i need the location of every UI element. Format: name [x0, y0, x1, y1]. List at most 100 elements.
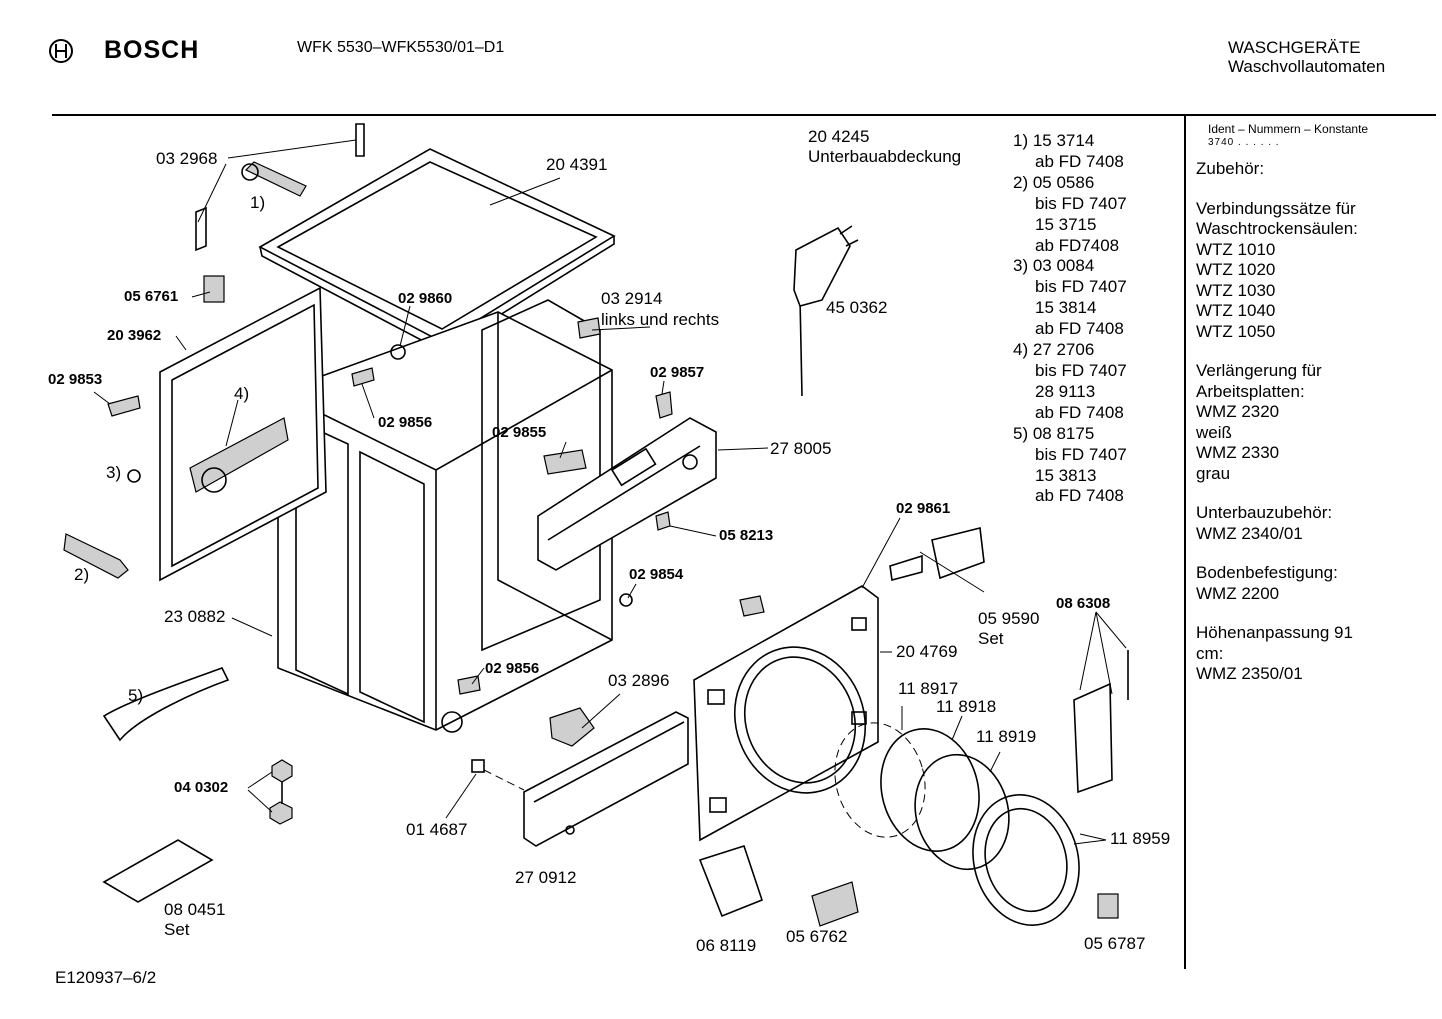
label-058213: 05 8213 — [719, 527, 774, 544]
version-note-line: ab FD 7408 — [1035, 402, 1124, 422]
footer-code: E120937–6/2 — [55, 968, 157, 987]
label-278005: 27 8005 — [770, 439, 832, 458]
accessories-sidebar: Ident – Nummern – Konstante 3740 . . . .… — [1196, 118, 1436, 685]
accessory-line: WMZ 2200 — [1196, 583, 1280, 603]
accessory-line: cm: — [1196, 643, 1224, 663]
accessory-line: WTZ 1040 — [1196, 301, 1276, 320]
label-204769: 20 4769 — [896, 642, 958, 661]
accessory-line: WTZ 1050 — [1196, 321, 1276, 341]
label-059590: 05 9590 — [978, 609, 1040, 628]
header-divider — [52, 114, 1436, 116]
accessory-section: Unterbauzubehör:WMZ 2340/01 — [1196, 503, 1436, 544]
version-note-line: bis FD 7407 — [1035, 444, 1127, 464]
accessory-line: WMZ 2330 — [1196, 443, 1280, 462]
category-title: WASCHGERÄTE — [1228, 38, 1361, 57]
label-029853: 02 9853 — [48, 371, 103, 388]
accessory-line: WTZ 1020 — [1196, 260, 1276, 279]
version-note-line: 15 3715 — [1035, 214, 1097, 234]
small-parts-drawing — [63, 123, 1129, 927]
accessory-line: grau — [1196, 463, 1231, 483]
ident-value: 3740 . . . . . . — [1208, 137, 1280, 148]
label-014687: 01 4687 — [406, 820, 468, 839]
label-ref-3: 3) — [106, 463, 122, 482]
label-204245: 20 4245 — [808, 127, 870, 146]
leader-lines — [93, 139, 1127, 845]
label-230882: 23 0882 — [164, 607, 226, 626]
label-056787: 05 6787 — [1084, 934, 1146, 953]
control-panel-drawing — [537, 417, 717, 571]
version-note-line: 1) 15 3714 — [1013, 131, 1095, 150]
version-note-line: 2) 05 0586 — [1013, 172, 1095, 192]
version-note-line: ab FD 7408 — [1035, 319, 1124, 339]
label-ref-5: 5) — [128, 686, 144, 705]
label-029855: 02 9855 — [492, 424, 547, 441]
label-059590-set: Set — [978, 629, 1004, 648]
accessory-line: Waschtrockensäulen: — [1196, 219, 1358, 238]
accessory-line: WTZ 1010 — [1196, 239, 1276, 259]
label-029860: 02 9860 — [398, 290, 453, 307]
label-203962: 20 3962 — [107, 327, 162, 344]
cabinet-body-drawing — [277, 299, 613, 733]
version-note-line: bis FD 7407 — [1035, 360, 1127, 380]
label-029856-top: 02 9856 — [378, 414, 433, 431]
sidebar-divider — [1184, 116, 1186, 969]
label-029856-bottom: 02 9856 — [485, 660, 540, 677]
toe-kick-panel-drawing — [483, 711, 689, 847]
accessory-line: WMZ 2320 — [1196, 402, 1280, 421]
label-ref-1: 1) — [250, 193, 266, 212]
door-rings-drawing — [834, 722, 1080, 926]
ident-heading: Ident – Nummern – Konstante — [1208, 122, 1369, 136]
version-note-line: ab FD 7408 — [1035, 486, 1124, 506]
accessory-section: Zubehör: — [1196, 159, 1436, 180]
accessory-line: Verbindungssätze für — [1196, 198, 1356, 218]
label-080451: 08 0451 — [164, 900, 226, 919]
label-056761: 05 6761 — [124, 288, 179, 305]
label-080451-set: Set — [164, 920, 190, 939]
label-ref-2: 2) — [74, 565, 90, 584]
version-note-line: ab FD 7408 — [1035, 151, 1124, 171]
version-note-line: 4) 27 2706 — [1013, 340, 1095, 360]
version-note-line: 15 3814 — [1035, 298, 1097, 318]
accessory-line: WMZ 2340/01 — [1196, 523, 1303, 543]
label-032914-desc: links und rechts — [601, 310, 720, 329]
label-204391: 20 4391 — [546, 155, 608, 174]
accessory-line: WMZ 2350/01 — [1196, 664, 1303, 683]
label-040302: 04 0302 — [174, 779, 229, 796]
accessory-section: Bodenbefestigung:WMZ 2200 — [1196, 563, 1436, 604]
rear-panel-drawing — [159, 286, 327, 582]
label-118959: 11 8959 — [1110, 829, 1171, 848]
label-270912: 27 0912 — [515, 868, 577, 887]
label-029861: 02 9861 — [896, 500, 951, 517]
bosch-logo-icon — [48, 38, 74, 64]
version-note-line: bis FD 7407 — [1035, 193, 1127, 213]
model-title: WFK 5530–WFK5530/01–D1 — [297, 39, 505, 56]
accessory-line: weiß — [1196, 422, 1232, 442]
accessory-line: Höhenanpassung 91 — [1196, 623, 1353, 642]
accessory-line: Unterbauzubehör: — [1196, 503, 1333, 522]
version-note-line: ab FD7408 — [1035, 235, 1120, 255]
accessory-line: Arbeitsplatten: — [1196, 381, 1305, 401]
accessory-line: Bodenbefestigung: — [1196, 563, 1338, 582]
label-ref-4: 4) — [234, 384, 250, 403]
power-cord-drawing — [793, 225, 859, 397]
version-note-line: 5) 08 8175 — [1013, 423, 1095, 443]
brand-name: BOSCH — [104, 36, 200, 64]
front-panel-drawing — [693, 585, 879, 842]
label-032896: 03 2896 — [608, 671, 670, 690]
label-086308: 08 6308 — [1056, 595, 1111, 612]
version-note-line: 3) 03 0084 — [1013, 256, 1095, 276]
version-note-line: 15 3813 — [1035, 465, 1097, 485]
category-subtitle: Waschvollautomaten — [1228, 57, 1386, 76]
label-032914: 03 2914 — [601, 289, 663, 308]
accessory-line: Zubehör: — [1196, 159, 1265, 178]
accessory-line: Verlängerung für — [1196, 361, 1322, 380]
accessory-line: WTZ 1030 — [1196, 280, 1276, 300]
label-118919: 11 8919 — [976, 727, 1037, 746]
label-056762: 05 6762 — [786, 927, 848, 946]
version-note-line: bis FD 7407 — [1035, 277, 1127, 297]
label-450362: 45 0362 — [826, 298, 888, 317]
